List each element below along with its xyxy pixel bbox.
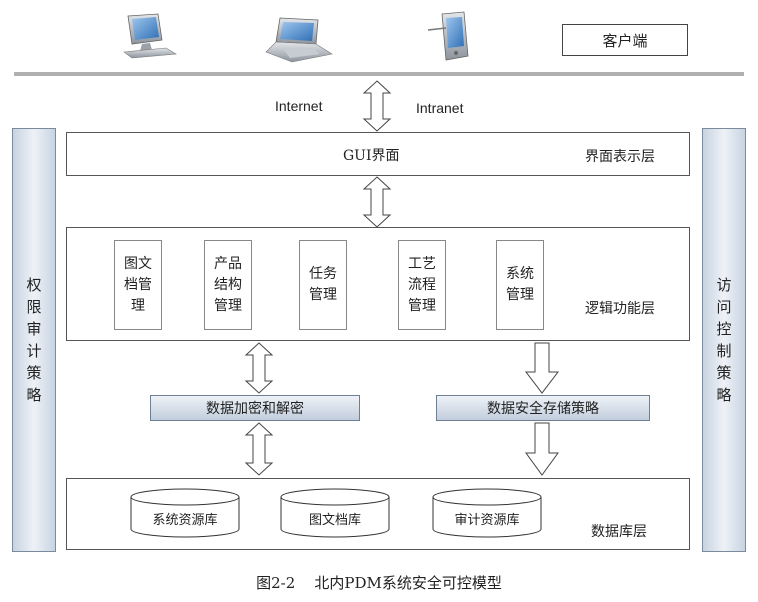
- storage-policy-label: 数据安全存储策略: [487, 401, 599, 417]
- module-process-flow-management: 工艺流程管理: [398, 240, 446, 330]
- database-cylinder-icon: [432, 488, 542, 538]
- encryption-bar: 数据加密和解密: [150, 395, 360, 421]
- storage-db-down-arrow: [525, 422, 559, 476]
- module-label: 产品结构管理: [214, 255, 242, 314]
- database-cylinder-icon: [280, 488, 390, 538]
- client-label-box: 客户端: [562, 24, 688, 56]
- permission-audit-policy-label: 权限审计策略: [26, 276, 42, 404]
- network-line: [14, 72, 744, 76]
- figure-caption: 图2-2 北内PDM系统安全可控模型: [256, 574, 502, 592]
- logic-layer-label: 逻辑功能层: [585, 301, 655, 317]
- database-layer-label: 数据库层: [591, 524, 647, 540]
- module-label: 图文档管理: [124, 255, 152, 314]
- database-audit-resources: 审计资源库: [431, 487, 543, 539]
- logic-layer-box: 图文档管理 产品结构管理 任务管理 工艺流程管理 系统管理 逻辑功能层: [66, 227, 690, 341]
- pda-icon: [427, 11, 469, 61]
- logic-storage-down-arrow: [524, 342, 560, 394]
- module-label: 任务管理: [309, 266, 337, 303]
- database-system-resources: 系统资源库: [129, 487, 241, 539]
- gui-layer-label: 界面表示层: [585, 149, 655, 165]
- access-control-policy-label: 访问控制策略: [716, 276, 732, 404]
- database-label: 系统资源库: [152, 513, 218, 528]
- encryption-db-double-arrow: [244, 422, 274, 476]
- database-layer-box: 系统资源库 图文档库 审计资源库 数据库层: [66, 478, 690, 550]
- module-document-management: 图文档管理: [114, 240, 162, 330]
- gui-layer-box: GUI界面 界面表示层: [66, 132, 690, 176]
- desktop-computer-icon: [123, 13, 177, 59]
- module-system-management: 系统管理: [496, 240, 544, 330]
- database-documents: 图文档库: [279, 487, 391, 539]
- client-label: 客户端: [602, 31, 648, 50]
- gui-logic-double-arrow: [362, 176, 392, 228]
- laptop-icon: [265, 17, 333, 63]
- module-label: 工艺流程管理: [408, 255, 436, 314]
- database-label: 审计资源库: [454, 513, 520, 528]
- storage-policy-bar: 数据安全存储策略: [436, 395, 650, 421]
- module-task-management: 任务管理: [299, 240, 347, 330]
- gui-layer-title: GUI界面: [343, 148, 400, 164]
- database-cylinder-icon: [130, 488, 240, 538]
- database-label: 图文档库: [308, 513, 361, 528]
- module-product-structure-management: 产品结构管理: [204, 240, 252, 330]
- encryption-label: 数据加密和解密: [206, 401, 304, 417]
- intranet-label: Intranet: [416, 100, 464, 116]
- logic-encryption-double-arrow: [244, 342, 274, 394]
- permission-audit-policy-bar: 权限审计策略: [12, 128, 56, 552]
- network-double-arrow: [362, 80, 392, 132]
- module-label: 系统管理: [506, 266, 534, 303]
- access-control-policy-bar: 访问控制策略: [702, 128, 746, 552]
- internet-label: Internet: [275, 98, 323, 114]
